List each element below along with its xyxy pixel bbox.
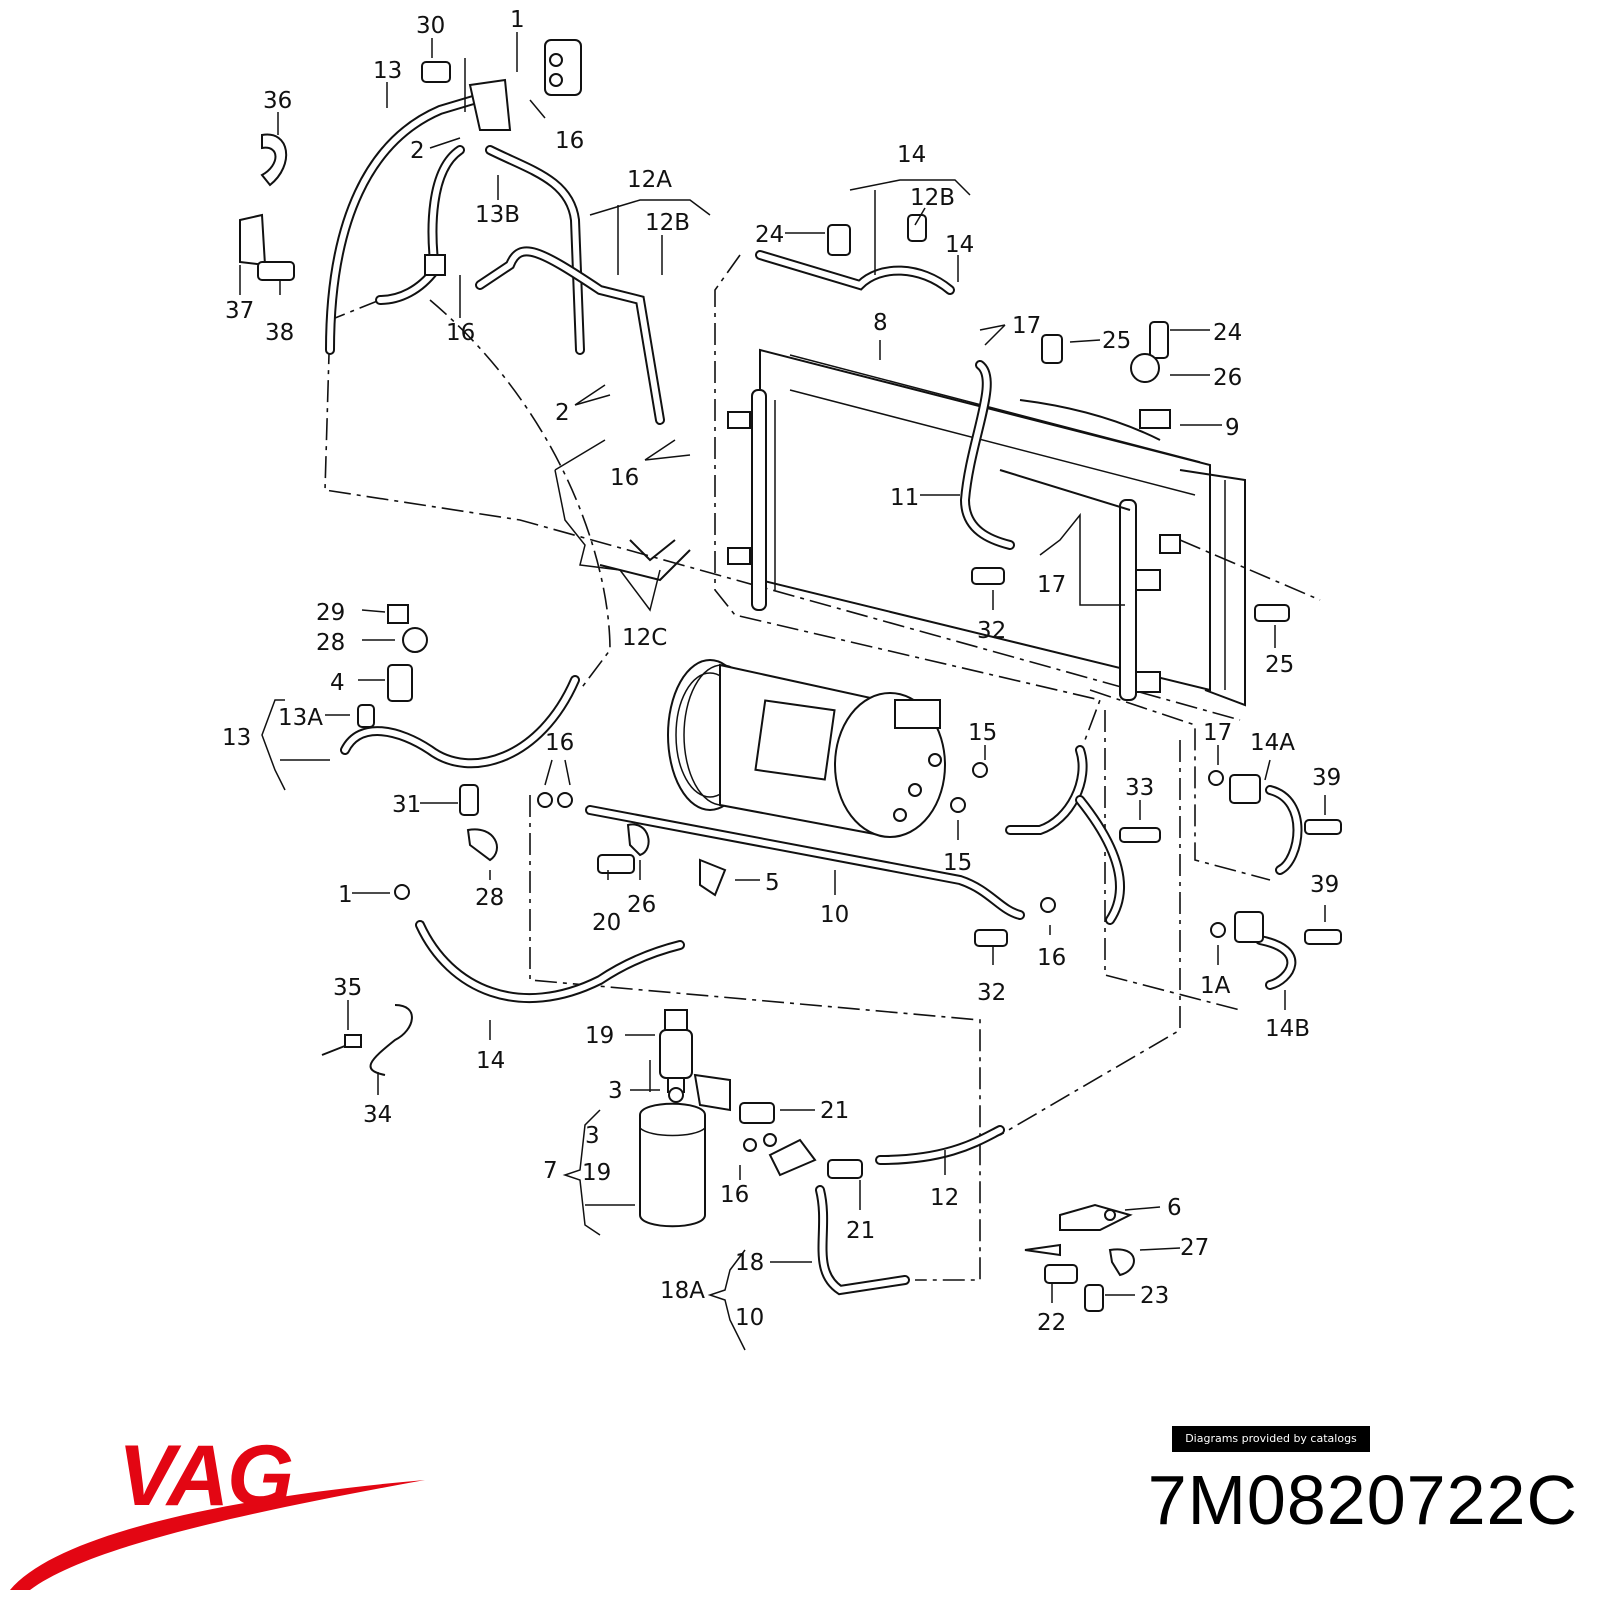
label-31: 31: [392, 792, 421, 818]
label-38: 38: [265, 320, 294, 346]
label-6: 6: [1167, 1195, 1182, 1221]
label-20: 20: [592, 910, 621, 936]
label-14: 14: [945, 232, 974, 258]
label-25: 25: [1265, 652, 1294, 678]
dashed-boundaries: [324, 254, 1321, 1281]
label-23: 23: [1140, 1283, 1169, 1309]
label-16: 16: [555, 128, 584, 154]
fittings: [239, 39, 1342, 1312]
label-14: 14: [476, 1048, 505, 1074]
label-1: 1: [338, 882, 353, 908]
label-13A: 13A: [278, 705, 323, 731]
label-26: 26: [627, 892, 656, 918]
label-16: 16: [446, 320, 475, 346]
label-3: 3: [585, 1123, 600, 1149]
label-37: 37: [225, 298, 254, 324]
label-39: 39: [1312, 765, 1341, 791]
vag-logo: VAG: [10, 1440, 425, 1590]
label-13: 13: [222, 725, 251, 751]
label-28: 28: [316, 630, 345, 656]
label-15: 15: [968, 720, 997, 746]
label-18: 18: [735, 1250, 764, 1276]
label-7: 7: [543, 1158, 558, 1184]
logo-wordmark: VAG: [118, 1440, 292, 1524]
label-17: 17: [1037, 572, 1066, 598]
label-12B: 12B: [910, 185, 955, 211]
label-22: 22: [1037, 1310, 1066, 1336]
label-2: 2: [555, 400, 570, 426]
label-1A: 1A: [1200, 973, 1231, 999]
label-39: 39: [1310, 872, 1339, 898]
label-14B: 14B: [1265, 1016, 1310, 1042]
label-32: 32: [977, 980, 1006, 1006]
label-28: 28: [475, 885, 504, 911]
label-8: 8: [873, 310, 888, 336]
label-33: 33: [1125, 775, 1154, 801]
diagram-credit-badge: Diagrams provided by catalogs parts: [1172, 1426, 1370, 1471]
label-4: 4: [330, 670, 345, 696]
label-15: 15: [943, 850, 972, 876]
label-25: 25: [1102, 328, 1131, 354]
label-13B: 13B: [475, 202, 520, 228]
label-2: 2: [410, 138, 425, 164]
label-19: 19: [585, 1023, 614, 1049]
label-13: 13: [373, 58, 402, 84]
label-1: 1: [510, 7, 525, 33]
label-16: 16: [610, 465, 639, 491]
label-32: 32: [977, 618, 1006, 644]
label-17: 17: [1203, 720, 1232, 746]
label-9: 9: [1225, 415, 1240, 441]
label-24: 24: [1213, 320, 1242, 346]
label-10: 10: [735, 1305, 764, 1331]
label-36: 36: [263, 88, 292, 114]
part-number: 7M0820722C: [1147, 1461, 1578, 1539]
label-3: 3: [608, 1078, 623, 1104]
label-12: 12: [930, 1185, 959, 1211]
label-10: 10: [820, 902, 849, 928]
label-29: 29: [316, 600, 345, 626]
label-12C: 12C: [622, 625, 667, 651]
label-5: 5: [765, 870, 780, 896]
label-14A: 14A: [1250, 730, 1295, 756]
label-34: 34: [363, 1102, 392, 1128]
label-27: 27: [1180, 1235, 1209, 1261]
label-19: 19: [582, 1160, 611, 1186]
ac-compressor: [667, 659, 946, 838]
leader-lines: [239, 32, 1326, 1351]
refrigerant-lines: [325, 90, 1303, 1296]
label-16: 16: [545, 730, 574, 756]
label-30: 30: [416, 13, 445, 39]
callout-labels: 30 1 13 36 16 2 13B 12A 12B 37 38 16 2 1…: [222, 7, 1341, 1336]
label-26: 26: [1213, 365, 1242, 391]
label-17: 17: [1012, 313, 1041, 339]
label-12A: 12A: [627, 167, 672, 193]
condenser: [727, 348, 1246, 707]
label-14: 14: [897, 142, 926, 168]
label-11: 11: [890, 485, 919, 511]
label-16: 16: [720, 1182, 749, 1208]
label-21: 21: [846, 1218, 875, 1244]
label-35: 35: [333, 975, 362, 1001]
label-16: 16: [1037, 945, 1066, 971]
label-21: 21: [820, 1098, 849, 1124]
label-12B: 12B: [645, 210, 690, 236]
label-24: 24: [755, 222, 784, 248]
label-18A: 18A: [660, 1278, 705, 1304]
